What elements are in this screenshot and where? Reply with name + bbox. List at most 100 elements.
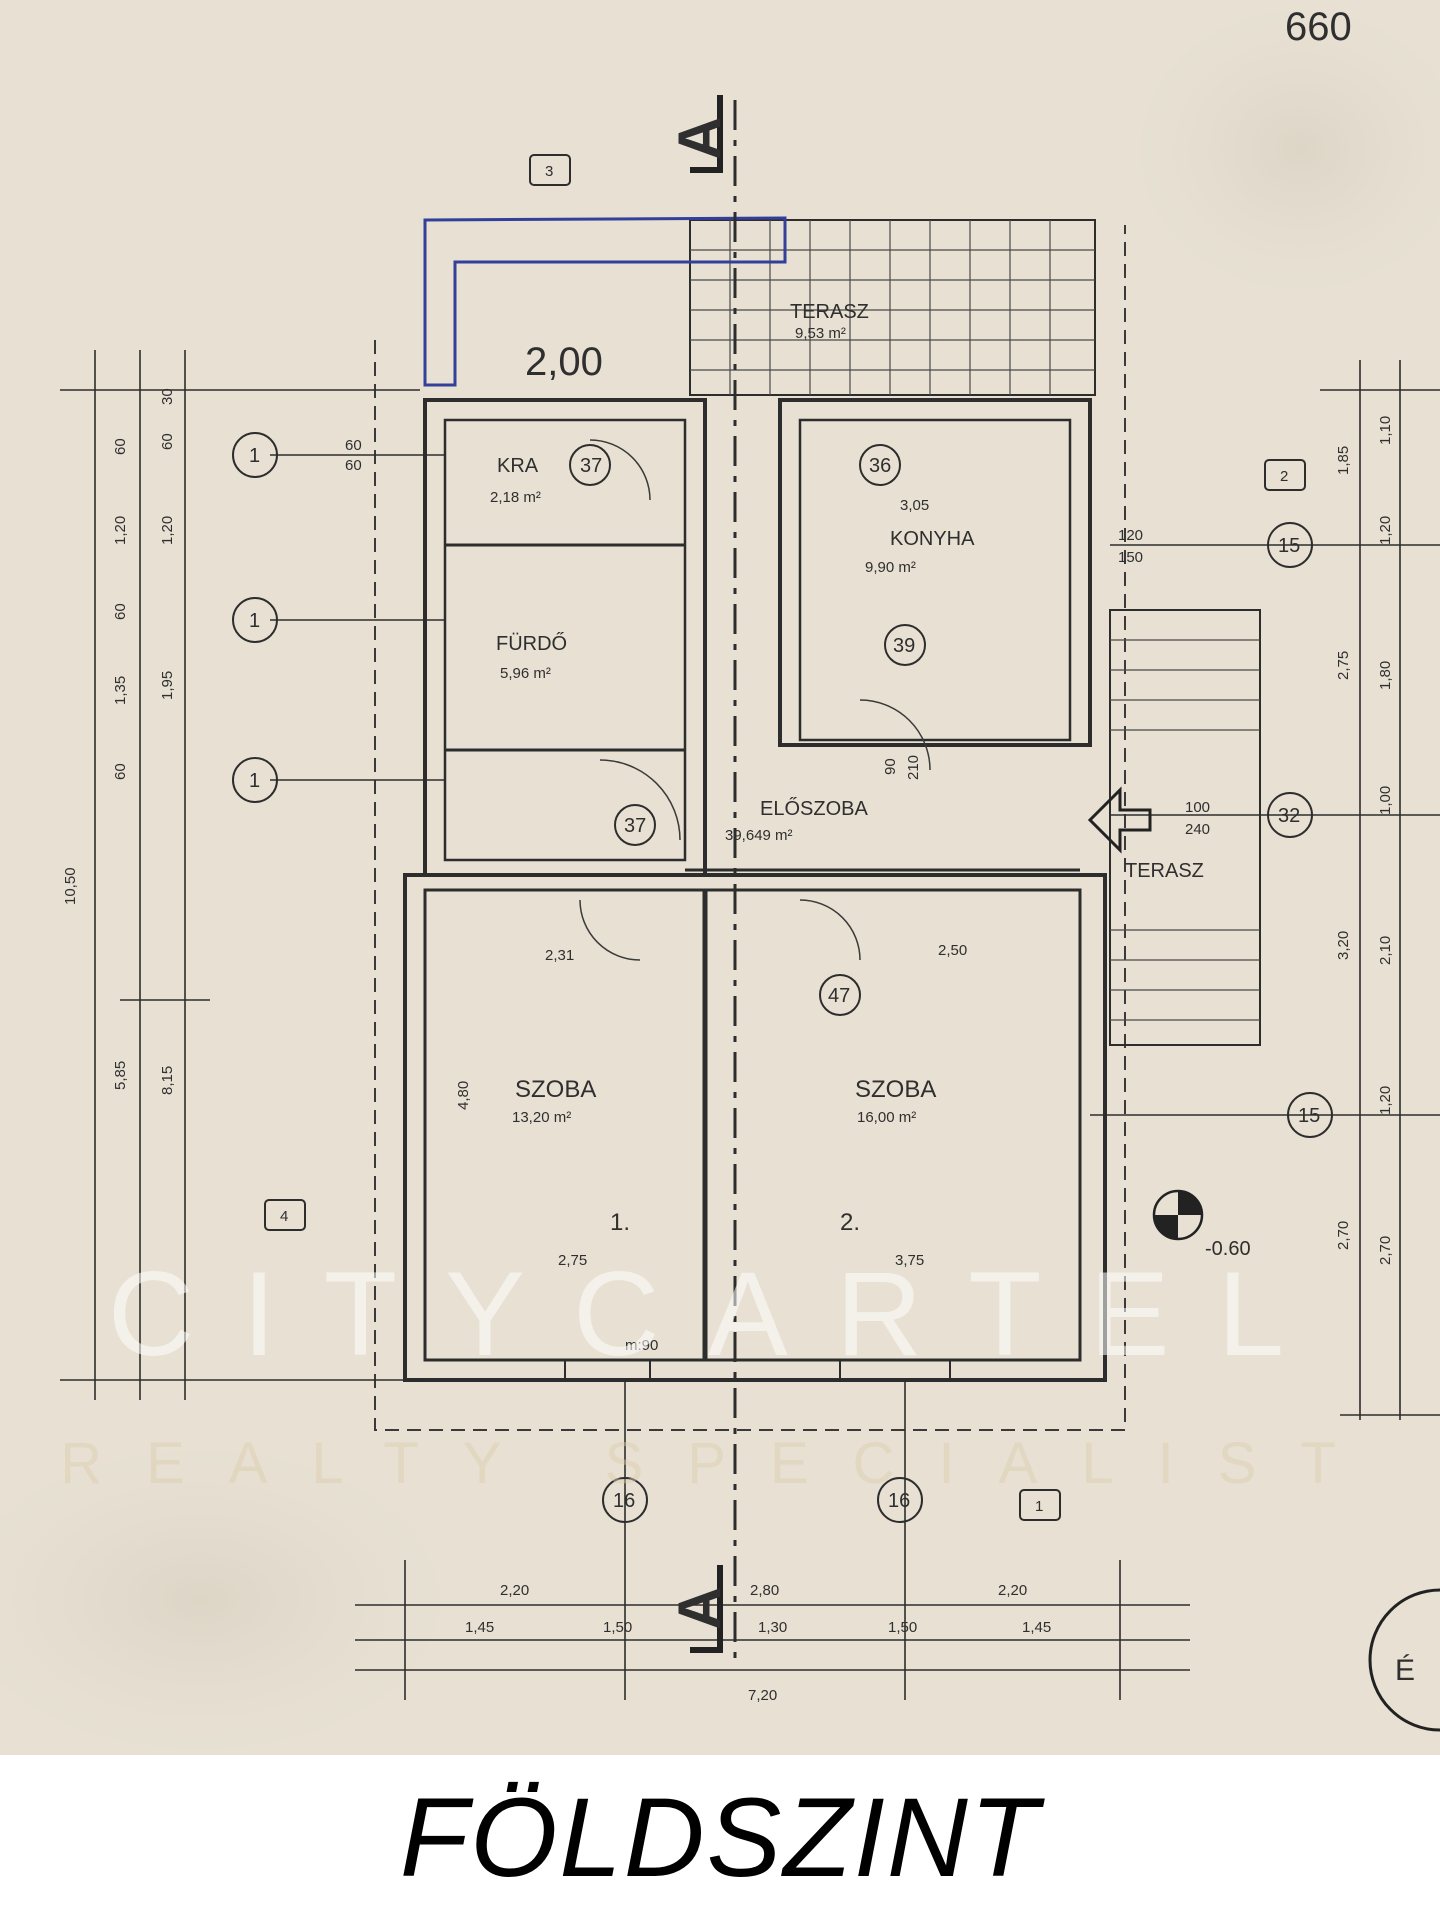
- szoba1-area: 13,20 m²: [512, 1109, 571, 1126]
- dim-right-col2-5: 2,10: [1377, 936, 1394, 965]
- grid-leaders: [270, 454, 445, 781]
- dim-left-b: 8,15: [159, 1066, 176, 1095]
- blue-canopy-sketch: [423, 216, 787, 387]
- dim-opening-5: 100: [1185, 799, 1210, 816]
- dim-right-col2-4: 1,00: [1377, 786, 1394, 815]
- szoba2-number: 2.: [840, 1209, 860, 1236]
- bubble-right-1: 15: [1278, 535, 1300, 557]
- szoba1-number: 1.: [610, 1209, 630, 1236]
- dimension-labels: 10,50 5,85 8,15 60 1,20 60 1,35 60 30 60…: [62, 388, 1394, 1704]
- dim-left-col-1: 60: [112, 438, 129, 455]
- grid-bubbles-bottom: [602, 1477, 923, 1523]
- floor-plan-drawing: TERASZ 9,53 m² KRA 2,18 m² 37 KONYHA 9,9…: [0, 5, 1440, 1750]
- dim-left-col2-1: 30: [159, 388, 176, 405]
- bubble-tag-47: 47: [828, 985, 850, 1007]
- dim-bottom-row2-3: 1,30: [758, 1619, 787, 1636]
- bubble-bottom-1: 16: [613, 1490, 635, 1512]
- dim-opening-9: m:90: [625, 1337, 658, 1354]
- bubble-bottom-2: 16: [888, 1490, 910, 1512]
- bubble-left-2: 1: [249, 610, 260, 632]
- elevation-value: -0.60: [1205, 1238, 1251, 1260]
- bubble-right-3: 15: [1298, 1105, 1320, 1127]
- grid-bubbles-right: [1267, 522, 1333, 1138]
- dim-right-col2-7: 2,70: [1377, 1236, 1394, 1265]
- corner-note: 660: [1285, 5, 1352, 49]
- section-tag-1: 3: [545, 163, 553, 180]
- eloszoba-name: ELŐSZOBA: [760, 797, 868, 820]
- dim-room-w-1: 2,31: [545, 947, 574, 964]
- dim-opening-2: 60: [345, 457, 362, 474]
- dim-right-col2-3: 1,80: [1377, 661, 1394, 690]
- szoba1-name: SZOBA: [515, 1076, 596, 1103]
- dim-bottom-row1-2: 2,80: [750, 1582, 779, 1599]
- plot-outline: [374, 225, 1126, 1431]
- dim-left-col-2: 1,20: [112, 516, 129, 545]
- door-swings: [579, 439, 931, 961]
- dim-right-col-1: 1,85: [1335, 446, 1352, 475]
- window-szoba-2: [839, 1359, 951, 1381]
- eloszoba-area: 39,649 m²: [725, 827, 793, 844]
- floor-plan-photo: TERASZ 9,53 m² KRA 2,18 m² 37 KONYHA 9,9…: [0, 0, 1440, 1755]
- window-szoba-1: [564, 1359, 651, 1381]
- dim-bottom-row2-1: 1,45: [465, 1619, 494, 1636]
- kamra-area: 2,18 m²: [490, 489, 541, 506]
- dim-left-col-4: 1,35: [112, 676, 129, 705]
- dim-right-col2-2: 1,20: [1377, 516, 1394, 545]
- szoba2-name: SZOBA: [855, 1076, 936, 1103]
- room-labels: TERASZ 9,53 m² KRA 2,18 m² 37 KONYHA 9,9…: [490, 301, 1204, 1236]
- bubble-door-tag: 39: [893, 635, 915, 657]
- dim-bottom-row1-3: 2,20: [998, 1582, 1027, 1599]
- section-marker: [690, 95, 737, 1660]
- dim-opening-7: 90: [882, 758, 899, 775]
- dim-right-col2-1: 1,10: [1377, 416, 1394, 445]
- konyha-area: 9,90 m²: [865, 559, 916, 576]
- konyha-name: KONYHA: [890, 528, 975, 550]
- section-tag-4: 1: [1035, 1498, 1043, 1515]
- kamra-tag: 37: [580, 455, 602, 477]
- dim-left-col-5: 60: [112, 763, 129, 780]
- entrance-arrow-icon: [1087, 786, 1152, 854]
- bubble-left-3: 1: [249, 770, 260, 792]
- kamra-name: KRA: [497, 455, 539, 477]
- caption-text: FÖLDSZINT: [399, 1775, 1041, 1900]
- dim-bottom-total: 7,20: [748, 1687, 777, 1704]
- dim-opening-3: 120: [1118, 527, 1143, 544]
- section-label-top: A: [666, 117, 733, 160]
- room-tag-bubbles: [569, 444, 926, 1016]
- section-tag-labels: 3 2 4 1: [264, 154, 1306, 1521]
- dim-left-col-3: 60: [112, 603, 129, 620]
- dim-opening-8: 210: [905, 755, 922, 780]
- dim-room-h-1: 4,80: [455, 1081, 472, 1110]
- furdo-area: 5,96 m²: [500, 665, 551, 682]
- dim-room-w-3: 2,75: [558, 1252, 587, 1269]
- terasz-top-name: TERASZ: [790, 301, 869, 323]
- dim-right-col-3: 3,20: [1335, 931, 1352, 960]
- dim-bottom-row2-5: 1,45: [1022, 1619, 1051, 1636]
- dim-right-col-2: 2,75: [1335, 651, 1352, 680]
- section-tag-2: 2: [1280, 468, 1288, 485]
- dim-room-w-4: 3,75: [895, 1252, 924, 1269]
- dim-bottom-row2-4: 1,50: [888, 1619, 917, 1636]
- dim-right-col2-6: 1,20: [1377, 1086, 1394, 1115]
- furdo-name: FÜRDŐ: [496, 632, 567, 655]
- caption-bar: FÖLDSZINT: [0, 1755, 1440, 1920]
- bubble-labels: 1 1 1 15 32 15 16 16 39 47: [249, 445, 1320, 1512]
- walls: [403, 398, 1107, 1382]
- szoba2-area: 16,00 m²: [857, 1109, 916, 1126]
- dimension-lines-right: [1090, 360, 1440, 1420]
- section-tag-3: 4: [280, 1208, 288, 1225]
- dim-opening-6: 240: [1185, 821, 1210, 838]
- dim-left-col2-2: 60: [159, 433, 176, 450]
- dim-bottom-row1-1: 2,20: [500, 1582, 529, 1599]
- dim-opening-1: 60: [345, 437, 362, 454]
- elevation-marker: [1152, 1189, 1204, 1241]
- dim-right-col-4: 2,70: [1335, 1221, 1352, 1250]
- bubble-right-2: 32: [1278, 805, 1300, 827]
- north-label: É: [1395, 1654, 1415, 1687]
- dimension-lines-bottom: [355, 1380, 1190, 1700]
- north-circle: [1368, 1588, 1440, 1732]
- dim-room-w-2: 2,50: [938, 942, 967, 959]
- dim-left-a: 5,85: [112, 1061, 129, 1090]
- grid-bubbles-left: [232, 432, 278, 803]
- section-label-bottom: A: [666, 1587, 733, 1630]
